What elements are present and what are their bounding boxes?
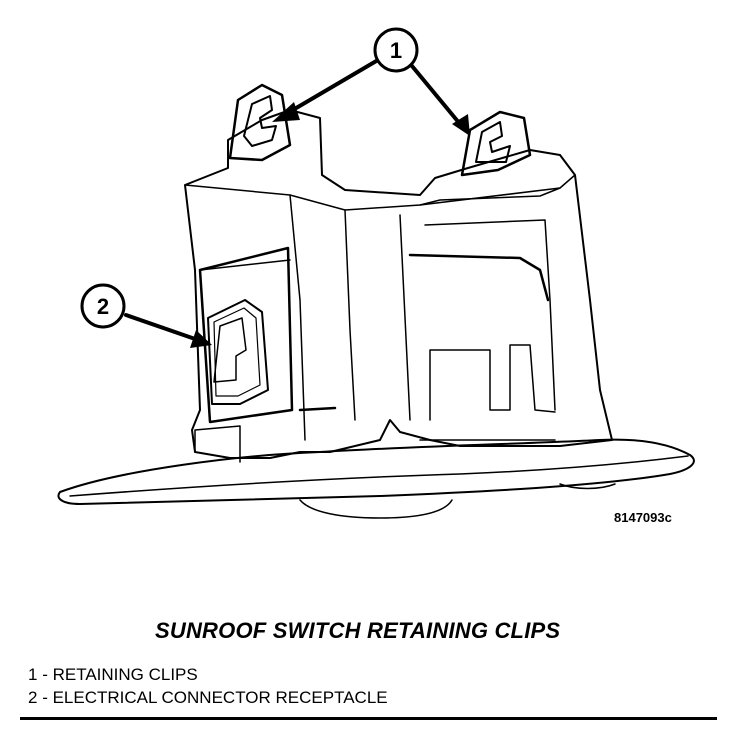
figure-title: SUNROOF SWITCH RETAINING CLIPS — [155, 618, 561, 643]
callout-circle-2 — [80, 283, 126, 329]
legend: 1 - RETAINING CLIPS 2 - ELECTRICAL CONNE… — [28, 663, 388, 709]
leader-arrow-1-left — [284, 58, 380, 116]
legend-number: 2 — [28, 688, 38, 707]
leader-arrow-1-right — [410, 64, 462, 126]
leader-arrow-2 — [124, 313, 200, 342]
bottom-divider — [20, 717, 717, 720]
callout-circle-1 — [373, 27, 419, 73]
callout-number-2: 2 — [97, 294, 109, 319]
callout-number-1: 1 — [390, 38, 402, 63]
legend-item: 2 - ELECTRICAL CONNECTOR RECEPTACLE — [28, 686, 388, 709]
switch-housing — [184, 109, 613, 459]
bezel-flange — [57, 438, 695, 505]
retaining-clip-right — [460, 110, 532, 177]
legend-text: ELECTRICAL CONNECTOR RECEPTACLE — [52, 688, 388, 707]
switch-housing-diagram: 1 2 — [57, 27, 695, 519]
retaining-clip-left — [228, 83, 292, 162]
legend-number: 1 — [28, 665, 38, 684]
legend-item: 1 - RETAINING CLIPS — [28, 663, 388, 686]
legend-separator: - — [37, 688, 53, 707]
figure-id: 8147093c — [614, 510, 672, 525]
connector-receptacle — [198, 246, 294, 424]
legend-separator: - — [37, 665, 53, 684]
legend-text: RETAINING CLIPS — [52, 665, 198, 684]
